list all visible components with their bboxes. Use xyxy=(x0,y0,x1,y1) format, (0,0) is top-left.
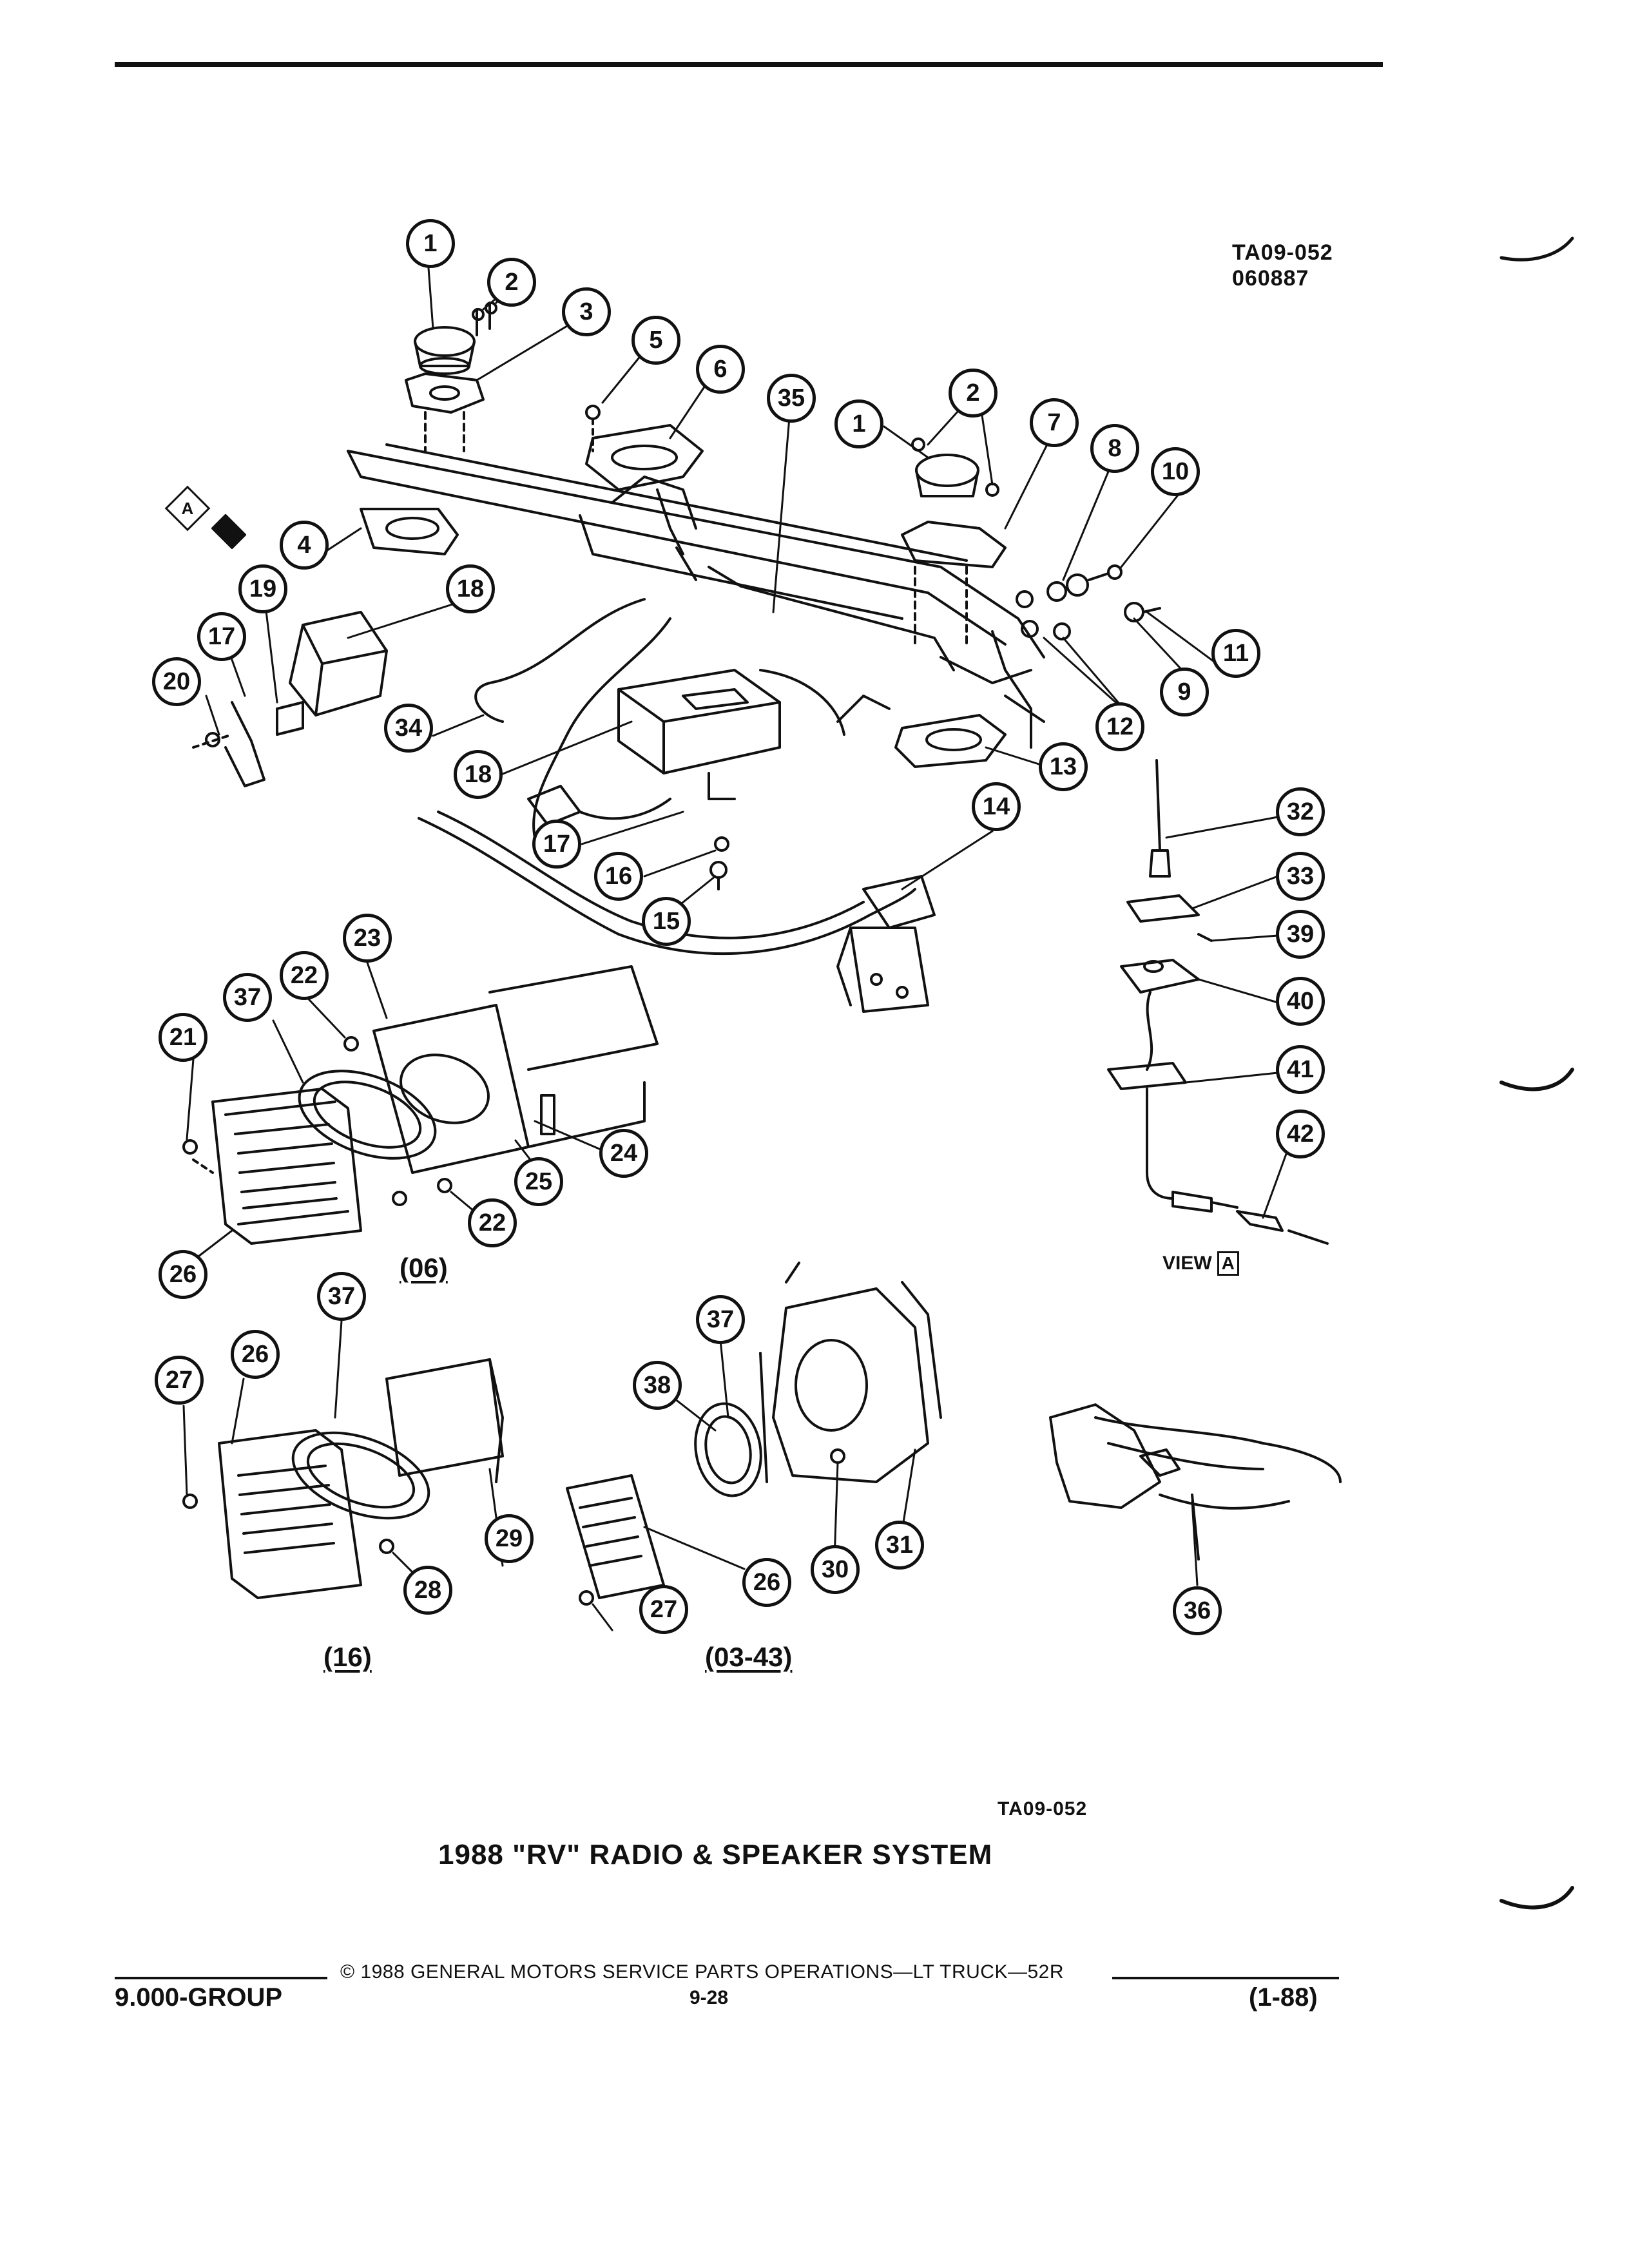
callout-41-bracket: 41 xyxy=(1276,1045,1325,1094)
harness-detail-36 xyxy=(1049,1403,1342,1561)
callout-20-screw: 20 xyxy=(152,657,201,706)
callout-2-right-screw: 2 xyxy=(949,369,998,418)
callout-21-screw: 21 xyxy=(159,1013,207,1062)
callout-27-screw-0343: 27 xyxy=(639,1585,688,1634)
callout-23-enclosure: 23 xyxy=(343,914,392,963)
callout-31-panel: 31 xyxy=(875,1521,924,1570)
footer-rule-right xyxy=(1112,1977,1339,1979)
callout-29-bracket: 29 xyxy=(485,1514,534,1563)
callout-8-knob: 8 xyxy=(1090,424,1139,473)
callout-30-retainer: 30 xyxy=(811,1545,860,1594)
callout-18-radio-left: 18 xyxy=(446,564,495,613)
variant-label-16: (16) xyxy=(323,1642,372,1672)
variant-label-06: (06) xyxy=(400,1253,448,1283)
drawing-code: TA09-052 xyxy=(1232,240,1333,265)
speaker-06-assembly xyxy=(182,965,659,1245)
callout-16-washer: 16 xyxy=(594,852,643,901)
callout-12-nut: 12 xyxy=(1095,702,1144,751)
callout-24-connector: 24 xyxy=(599,1129,648,1178)
callout-35-harness: 35 xyxy=(767,374,816,423)
callout-7-bracket: 7 xyxy=(1030,398,1079,447)
callout-37-speaker-0343: 37 xyxy=(696,1295,745,1344)
variant-label-03-43: (03-43) xyxy=(705,1642,793,1672)
callout-17-bracket-center: 17 xyxy=(532,820,581,869)
callout-9-spacer: 9 xyxy=(1160,668,1209,716)
callout-28-screw: 28 xyxy=(403,1566,452,1615)
drawing-code-bottom: TA09-052 xyxy=(998,1798,1088,1820)
footer-revision: (1-88) xyxy=(1249,1983,1318,2012)
callout-22-screw-lower: 22 xyxy=(468,1198,517,1247)
callout-11-knob: 11 xyxy=(1211,629,1260,678)
callout-1-right-speaker: 1 xyxy=(834,399,883,448)
callout-15-screw: 15 xyxy=(642,897,691,946)
page-title: 1988 "RV" RADIO & SPEAKER SYSTEM xyxy=(438,1839,993,1870)
speaker-0343-assembly xyxy=(566,1262,942,1606)
callout-27-screw-16: 27 xyxy=(155,1356,204,1405)
callout-33-antenna-bezel: 33 xyxy=(1276,852,1325,901)
callout-13-bezel-right: 13 xyxy=(1039,742,1088,791)
callout-39-screw: 39 xyxy=(1276,910,1325,959)
footer-page-number: 9-28 xyxy=(689,1987,729,2008)
callout-34-harness: 34 xyxy=(384,704,433,753)
callout-18-radio-center: 18 xyxy=(454,750,503,799)
callout-26-grille-06: 26 xyxy=(159,1250,207,1299)
callout-40-antenna-base: 40 xyxy=(1276,977,1325,1026)
callout-1-left-speaker: 1 xyxy=(406,219,455,268)
radio-receiver-left xyxy=(192,611,388,787)
callout-3-bracket: 3 xyxy=(562,287,611,336)
callout-22-screw-upper: 22 xyxy=(280,951,329,1000)
callout-32-antenna-mast: 32 xyxy=(1276,787,1325,836)
radio-receiver-center xyxy=(617,669,781,800)
center-speaker xyxy=(585,405,704,555)
radio-mount-screws xyxy=(709,836,729,890)
callout-4-bezel: 4 xyxy=(280,521,329,570)
callout-26-grille-16: 26 xyxy=(231,1330,280,1379)
callout-42-cable: 42 xyxy=(1276,1110,1325,1158)
right-speaker xyxy=(901,437,1007,646)
top-rule xyxy=(115,62,1383,67)
callout-37-speaker-06: 37 xyxy=(223,973,272,1022)
callout-14-antenna-cable: 14 xyxy=(972,782,1021,831)
date-code: 060887 xyxy=(1232,266,1309,291)
antenna-cable xyxy=(418,811,936,1013)
knob-hardware xyxy=(1016,564,1161,640)
callout-5-screw: 5 xyxy=(631,316,680,365)
callout-6-center-speaker: 6 xyxy=(696,345,745,394)
callout-2-left-screw: 2 xyxy=(487,258,536,307)
footer-group: 9.000-GROUP xyxy=(115,1983,283,2012)
callout-25-gasket: 25 xyxy=(514,1157,563,1206)
speaker-16-assembly xyxy=(182,1358,504,1599)
wiring-harness xyxy=(474,598,891,839)
callout-37-speaker-16: 37 xyxy=(317,1272,366,1321)
callout-10-knob: 10 xyxy=(1151,447,1200,496)
footer-copyright: © 1988 GENERAL MOTORS SERVICE PARTS OPER… xyxy=(340,1961,1065,1983)
left-speaker-bezel xyxy=(360,508,459,555)
callout-17-bracket-left: 17 xyxy=(197,612,246,661)
footer-rule-left xyxy=(115,1977,327,1979)
callout-38-speaker: 38 xyxy=(633,1361,682,1410)
callout-26-grille-0343: 26 xyxy=(742,1558,791,1607)
instrument-panel-carrier xyxy=(347,443,1045,749)
callout-19-nut: 19 xyxy=(238,564,287,613)
callout-36-harness: 36 xyxy=(1173,1586,1222,1635)
right-speaker-bezel xyxy=(894,714,1007,768)
